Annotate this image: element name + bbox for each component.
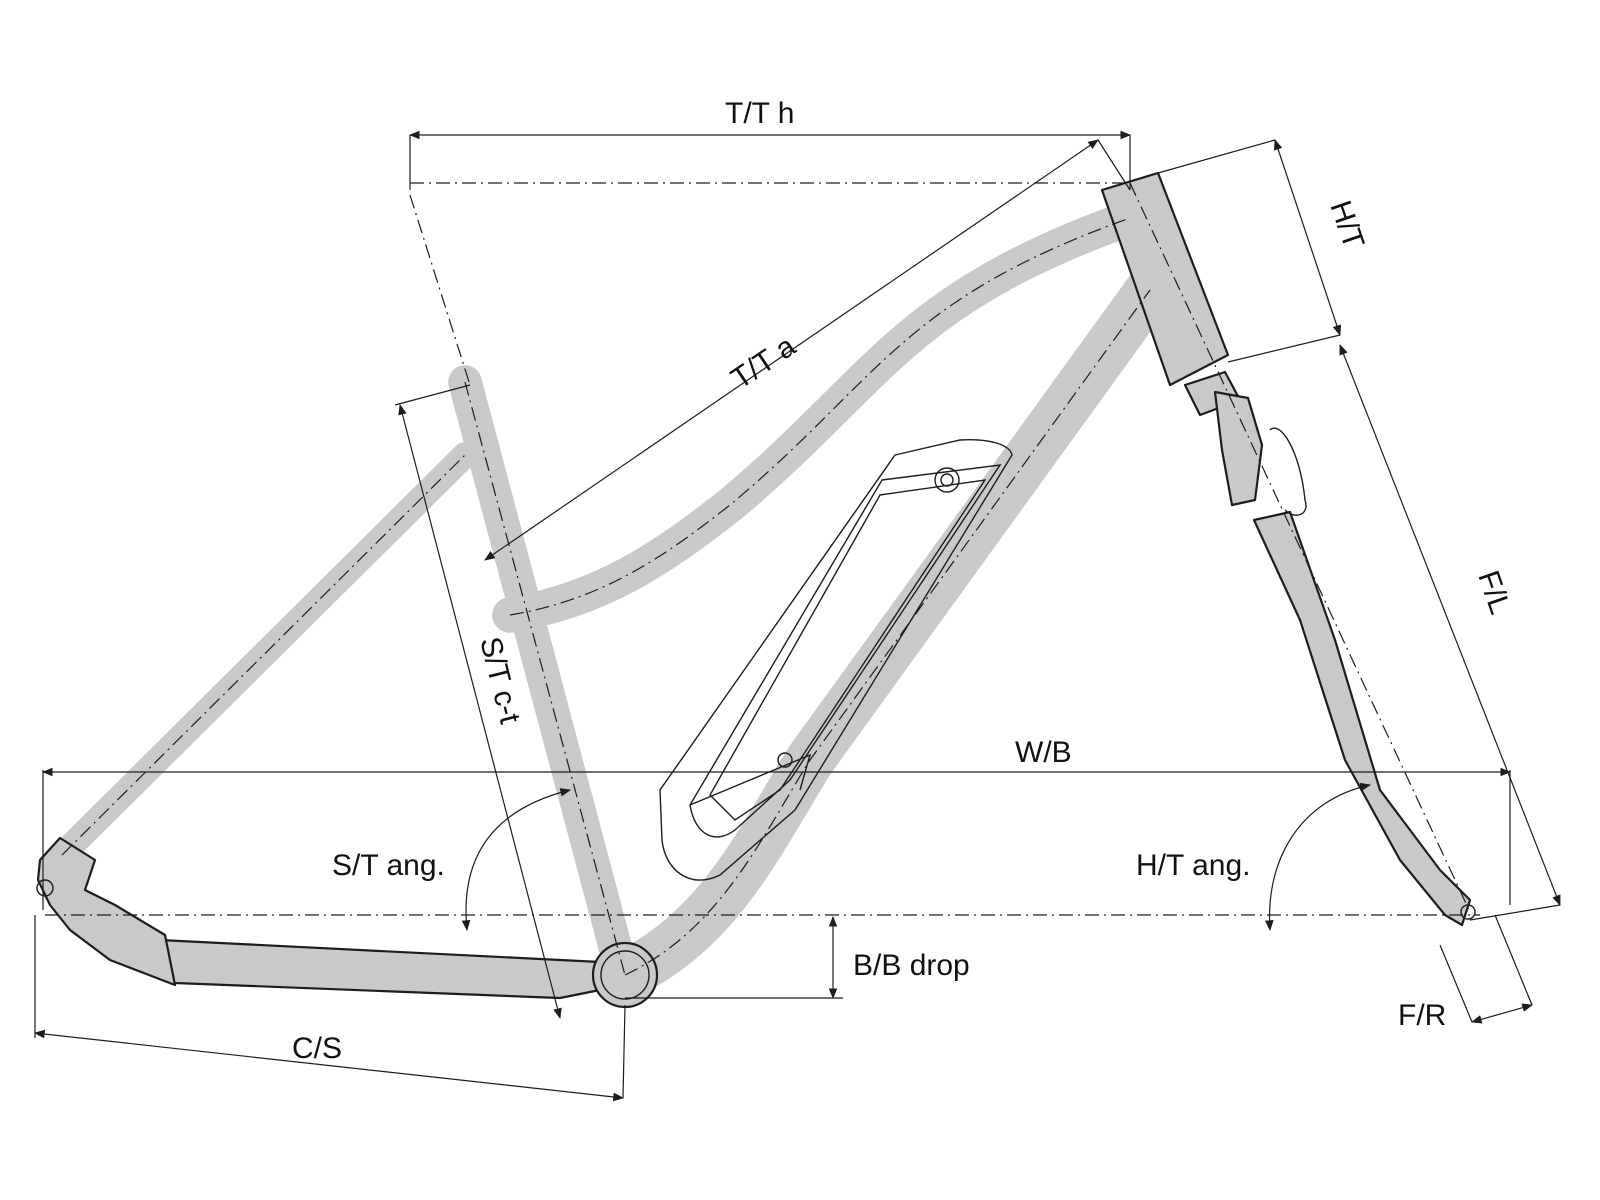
label-wheelbase: W/B (1015, 736, 1072, 769)
label-seat-tube-angle: S/T ang. (332, 849, 445, 882)
label-bottom-bracket-drop: B/B drop (853, 949, 970, 982)
rear-dropout (36, 836, 177, 987)
label-head-tube: H/T (1323, 197, 1370, 253)
fork-blade (1252, 510, 1472, 927)
dimension-lines (33, 130, 1561, 1102)
label-chain-stay: C/S (292, 1032, 342, 1065)
bike-frame (36, 171, 1476, 1009)
bottom-bracket-inner (600, 950, 650, 1000)
dimension-labels: T/T h T/T a H/T F/L S/T c-t W/B S/T ang.… (292, 97, 1517, 1065)
fender-mount (1269, 427, 1307, 516)
head-tube (1100, 171, 1230, 387)
label-top-tube-actual: T/T a (725, 329, 801, 395)
fork-crown (1213, 390, 1264, 507)
label-head-tube-angle: H/T ang. (1136, 849, 1251, 882)
label-fork-rake: F/R (1398, 999, 1446, 1032)
label-fork-length: F/L (1471, 567, 1516, 619)
rear-axle-circle (36, 879, 54, 897)
label-top-tube-horizontal: T/T h (725, 97, 794, 130)
